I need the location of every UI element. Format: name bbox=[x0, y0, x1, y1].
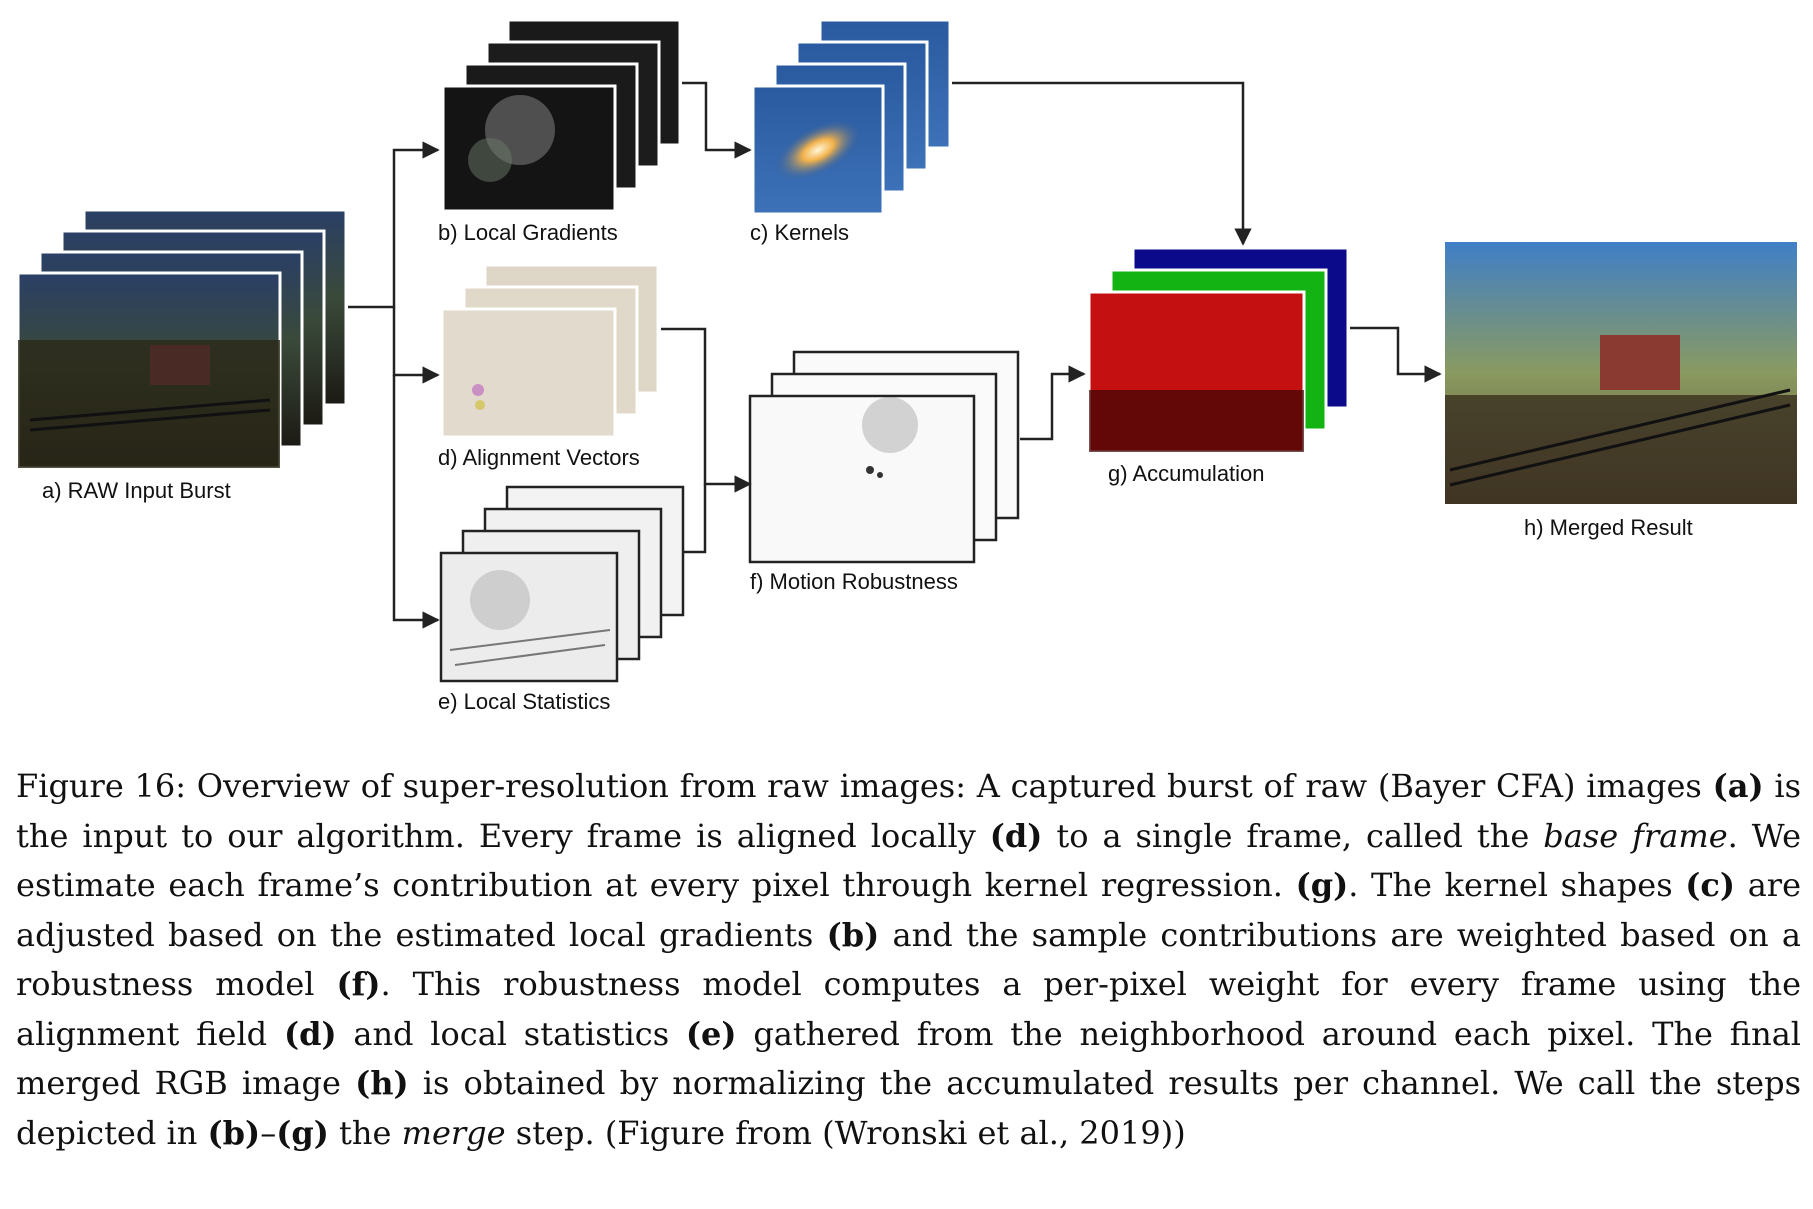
label-local-gradients: b) Local Gradients bbox=[438, 220, 618, 245]
label-alignment-vectors: d) Alignment Vectors bbox=[438, 445, 640, 470]
kernels-stack bbox=[751, 18, 952, 216]
label-merged-result: h) Merged Result bbox=[1524, 515, 1693, 540]
label-raw-input-burst: a) RAW Input Burst bbox=[42, 478, 231, 503]
alignment-vectors-stack bbox=[440, 263, 660, 439]
merged-result-image bbox=[1443, 240, 1799, 506]
raw-input-burst-stack bbox=[16, 208, 348, 470]
label-kernels: c) Kernels bbox=[750, 220, 849, 245]
local-statistics-stack bbox=[439, 485, 685, 683]
motion-robustness-stack bbox=[748, 350, 1020, 564]
label-local-statistics: e) Local Statistics bbox=[438, 689, 610, 714]
pipeline-diagram: a) RAW Input Burst b) Local Gradients c)… bbox=[16, 18, 1799, 714]
figure-caption: Figure 16: Overview of super-resolution … bbox=[16, 767, 1802, 1152]
local-gradients-stack bbox=[441, 18, 682, 213]
connector-arrows bbox=[348, 81, 1442, 629]
label-motion-robustness: f) Motion Robustness bbox=[750, 569, 958, 594]
accumulation-stack bbox=[1087, 246, 1350, 454]
label-accumulation: g) Accumulation bbox=[1108, 461, 1265, 486]
